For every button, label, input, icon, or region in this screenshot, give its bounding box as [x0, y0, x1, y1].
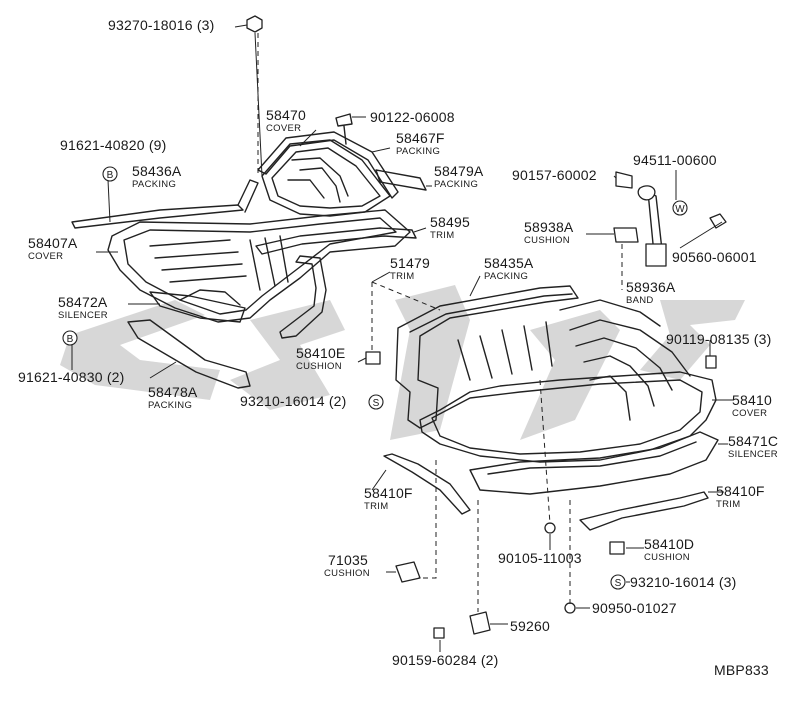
part-labels: 93270-18016 (3) 58470 COVER 90122-06008 …: [18, 17, 778, 678]
label-58410f-right-sub: TRIM: [716, 499, 740, 510]
label-58467f-sub: PACKING: [396, 146, 440, 157]
label-58495: 58495: [430, 214, 470, 230]
mark-b-bottom: B: [67, 334, 74, 345]
label-58471c-sub: SILENCER: [728, 449, 778, 460]
label-58478a-sub: PACKING: [148, 400, 192, 411]
label-90105: 90105-11003: [498, 550, 582, 566]
label-90950: 90950-01027: [592, 600, 677, 616]
label-58410-sub: COVER: [732, 408, 767, 419]
label-51479-sub: TRIM: [390, 271, 414, 282]
leader-lines: [71, 24, 734, 652]
watermark: [60, 285, 745, 440]
label-58410f-left-sub: TRIM: [364, 501, 388, 512]
label-93270: 93270-18016 (3): [108, 17, 215, 33]
label-90119: 90119-08135 (3): [666, 331, 771, 347]
label-58410f-left: 58410F: [364, 485, 413, 501]
label-90560: 90560-06001: [672, 249, 757, 265]
label-58410: 58410: [732, 392, 772, 408]
diagram-id: MBP833: [714, 662, 769, 678]
label-58410e-sub: CUSHION: [296, 361, 342, 372]
right-cover-assembly: [383, 285, 719, 531]
label-58410d: 58410D: [644, 536, 694, 552]
mark-b-top: B: [107, 170, 114, 181]
label-91621-a: 91621-40820 (9): [60, 137, 167, 153]
mark-s-left: S: [373, 398, 380, 409]
label-58467f: 58467F: [396, 130, 445, 146]
label-91621-b: 91621-40830 (2): [18, 369, 125, 385]
label-93210-b: 93210-16014 (3): [630, 574, 737, 590]
label-71035-sub: CUSHION: [324, 568, 370, 579]
label-58407a-sub: COVER: [28, 251, 63, 262]
label-58938a-sub: CUSHION: [524, 235, 570, 246]
dashed-lines: [257, 33, 623, 612]
label-58410d-sub: CUSHION: [644, 552, 690, 563]
label-58471c: 58471C: [728, 433, 778, 449]
label-94511: 94511-00600: [633, 152, 717, 168]
mark-s-right: S: [615, 578, 622, 589]
label-58478a: 58478A: [148, 384, 198, 400]
circled-marks: B B S S W: [62, 166, 688, 590]
label-58410f-right: 58410F: [716, 483, 765, 499]
label-58936a: 58936A: [626, 279, 676, 295]
label-58938a: 58938A: [524, 219, 574, 235]
label-58470-sub: COVER: [266, 123, 301, 134]
label-71035: 71035: [328, 552, 368, 568]
label-58936a-sub: BAND: [626, 295, 654, 306]
left-cover-assembly: [71, 179, 417, 389]
small-parts: [246, 15, 727, 639]
label-58410e: 58410E: [296, 345, 345, 361]
small-cover-58470: [257, 113, 427, 217]
label-51479: 51479: [390, 255, 430, 271]
label-58472a: 58472A: [58, 294, 108, 310]
label-93210-a: 93210-16014 (2): [240, 393, 347, 409]
label-58479a: 58479A: [434, 163, 484, 179]
label-58495-sub: TRIM: [430, 230, 454, 241]
label-58435a-sub: PACKING: [484, 271, 528, 282]
label-90159: 90159-60284 (2): [392, 652, 499, 668]
label-58470: 58470: [266, 107, 306, 123]
label-58472a-sub: SILENCER: [58, 310, 108, 321]
label-58436a-sub: PACKING: [132, 179, 176, 190]
label-59260: 59260: [510, 618, 550, 634]
label-90157: 90157-60002: [512, 167, 597, 183]
label-58436a: 58436A: [132, 163, 182, 179]
label-58407a: 58407A: [28, 235, 78, 251]
label-58435a: 58435A: [484, 255, 534, 271]
label-90122: 90122-06008: [370, 109, 455, 125]
mark-w: W: [675, 204, 685, 215]
label-58479a-sub: PACKING: [434, 179, 478, 190]
